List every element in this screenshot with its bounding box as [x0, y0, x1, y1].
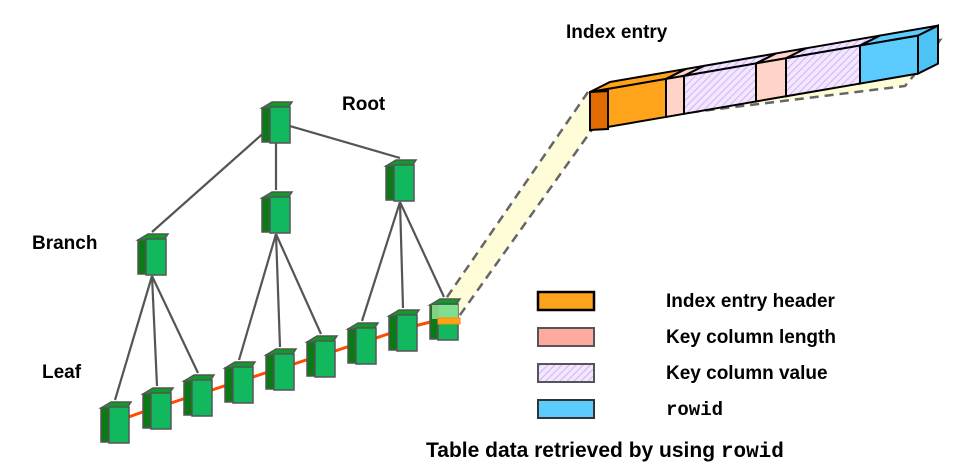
index-entry-segment-rowid	[859, 23, 939, 85]
index-entry-segment-length	[665, 64, 705, 119]
leaf-node	[98, 401, 133, 444]
index-entry-segment-value	[683, 52, 777, 116]
legend-label: Index entry header	[666, 291, 836, 312]
legend-item-key-column-value: Key column value	[537, 363, 828, 384]
legend-swatch	[537, 399, 595, 419]
branch-leaf-edge	[398, 201, 405, 309]
branch-leaf-edge	[113, 275, 154, 401]
branch-leaf-edge	[274, 233, 282, 348]
index-entry-segment-value	[785, 34, 881, 98]
legend-label: Key column length	[666, 327, 836, 348]
branch-node	[383, 159, 418, 202]
caption-code: rowid	[721, 441, 784, 464]
index-entry-label: Index entry	[566, 22, 668, 43]
caption-text: Table data retrieved by using	[426, 439, 721, 462]
leaf-node	[181, 374, 216, 417]
branch-leaf-edge	[150, 275, 159, 387]
index-entry-segment-header	[589, 67, 687, 132]
tree-nodes	[98, 101, 462, 444]
tree-edges	[113, 120, 445, 401]
legend-swatch	[537, 363, 595, 383]
branch-label: Branch	[32, 233, 97, 254]
leaf-node	[304, 335, 339, 378]
root-branch-edge	[151, 121, 277, 233]
leaf-label: Leaf	[42, 362, 82, 383]
leaf-node	[386, 309, 421, 352]
leaf-node	[140, 387, 175, 430]
branch-leaf-edge	[237, 233, 278, 361]
leaf-node	[263, 348, 298, 391]
legend-label: rowid	[666, 399, 723, 421]
root-branch-edge	[275, 120, 401, 160]
branch-leaf-edge	[399, 201, 445, 298]
caption: Table data retrieved by using rowid	[426, 439, 784, 464]
legend-item-index-entry-header: Index entry header	[536, 290, 836, 312]
root-label: Root	[342, 94, 386, 115]
leaf-node	[345, 322, 380, 365]
legend-label: Key column value	[666, 363, 828, 384]
legend-item-rowid: rowid	[537, 399, 723, 421]
root-node	[259, 101, 294, 144]
legend-item-key-column-length: Key column length	[537, 327, 836, 348]
branch-node	[259, 191, 294, 234]
leaf-node	[427, 298, 462, 341]
leaf-node	[222, 361, 257, 404]
branch-leaf-edge	[151, 275, 199, 374]
legend-swatch	[537, 327, 595, 347]
branch-leaf-edge	[274, 233, 323, 335]
branch-leaf-edge	[360, 201, 402, 322]
branch-node	[135, 233, 170, 276]
index-entry-bar	[589, 23, 939, 132]
legend-swatch	[536, 290, 596, 312]
